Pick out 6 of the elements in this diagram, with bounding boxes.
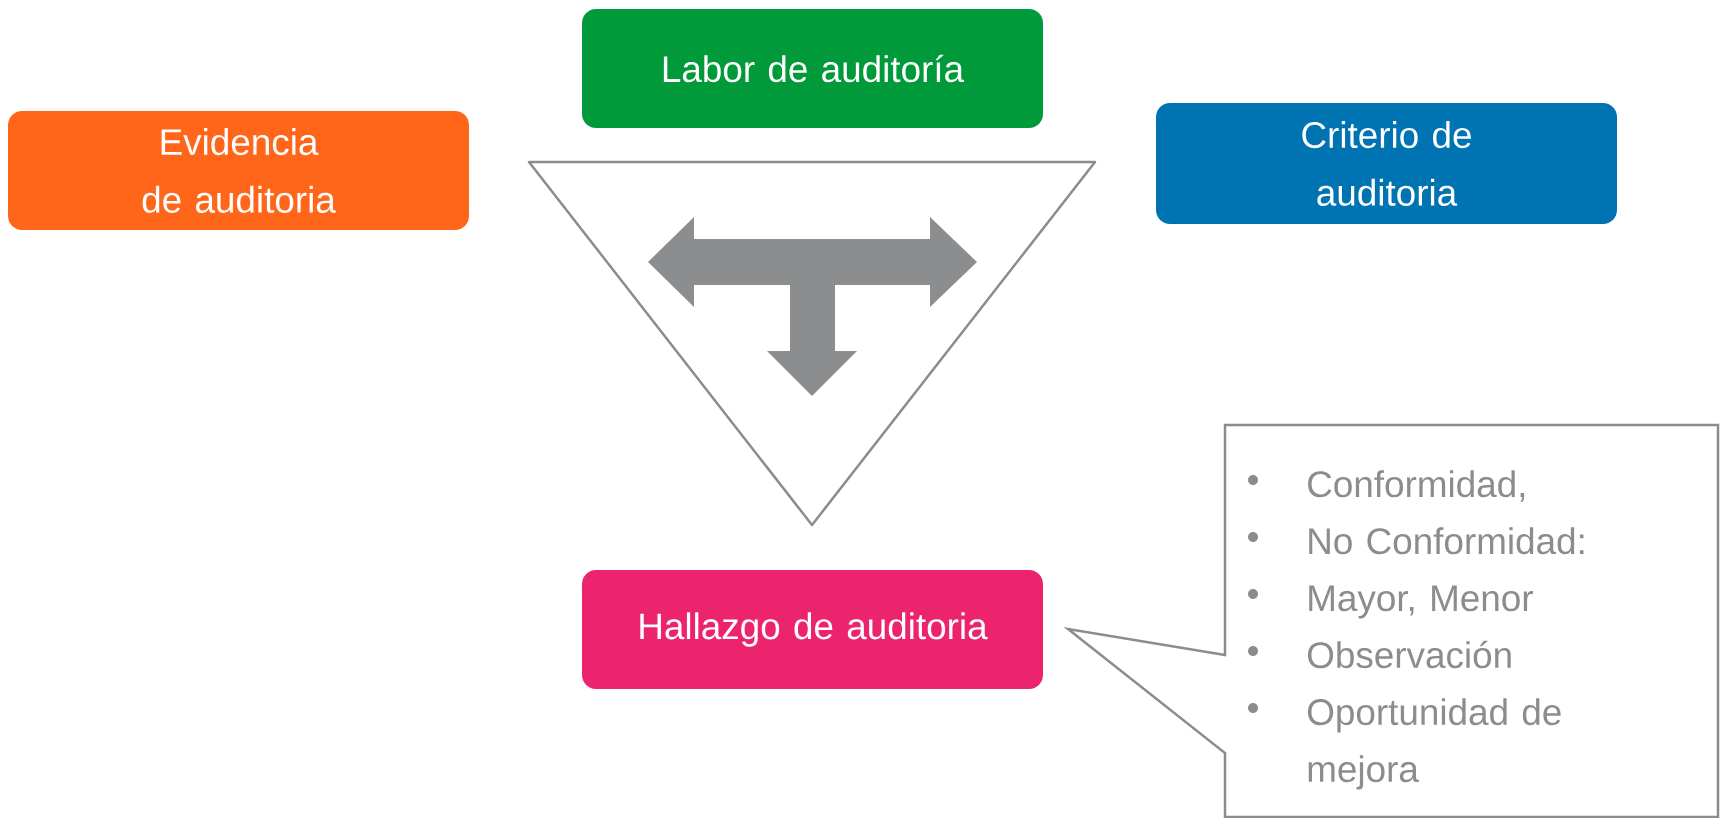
label-box: Evidencia de auditoria xyxy=(8,111,469,230)
label-box: Labor de auditoría xyxy=(582,9,1043,128)
label-box: Criterio de auditoria xyxy=(1156,103,1617,224)
triangle-shape xyxy=(527,160,1097,527)
callout-box: Conformidad, No Conformidad: Mayor, Menor Observación Oportunidad de mejora xyxy=(1063,423,1720,818)
label-box: Hallazgo de auditoria xyxy=(582,570,1043,689)
